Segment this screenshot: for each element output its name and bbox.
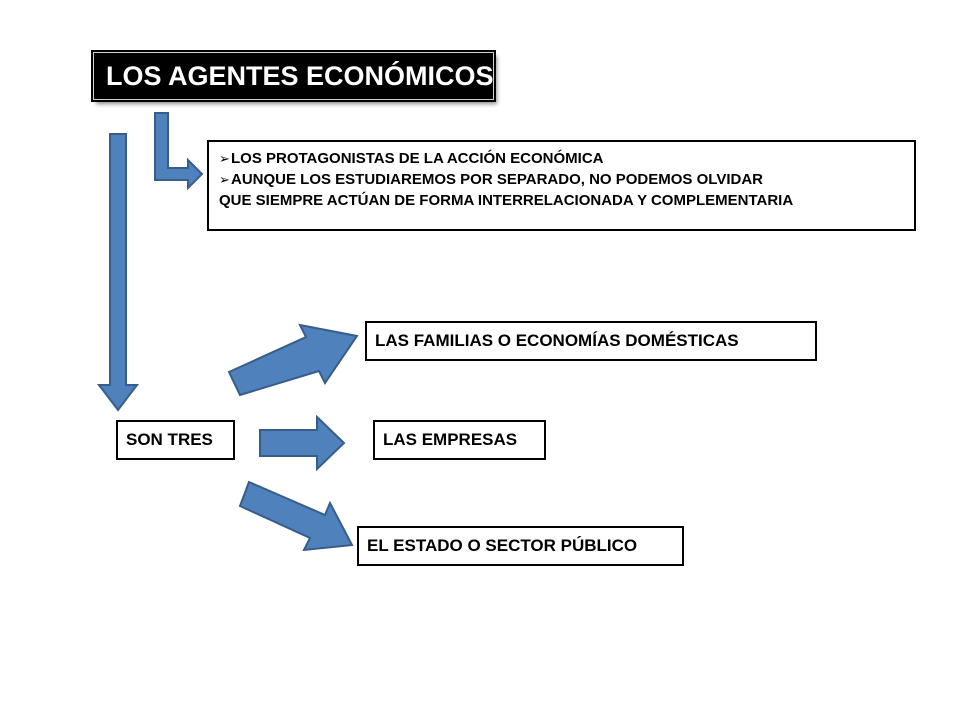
bent-arrow [154,112,204,191]
bullet-text: AUNQUE LOS ESTUDIAREMOS POR SEPARADO, NO… [231,171,763,188]
arrow-to-familias [227,323,359,397]
arrow-to-estado [238,480,354,552]
arrow-bullet-icon: ➢ [219,151,230,166]
son-tres-box: SON TRES [116,420,235,460]
down-arrow [96,133,140,412]
bullet-item: ➢AUNQUE LOS ESTUDIAREMOS POR SEPARADO, N… [219,169,914,190]
bullet-item: ➢LOS PROTAGONISTAS DE LA ACCIÓN ECONÓMIC… [219,148,914,169]
page-title: LOS AGENTES ECONÓMICOS [91,50,496,102]
arrow-to-empresas [259,414,346,472]
estado-box: EL ESTADO O SECTOR PÚBLICO [357,526,684,566]
bullet-continuation: QUE SIEMPRE ACTÚAN DE FORMA INTERRELACIO… [219,192,794,209]
info-box: ➢LOS PROTAGONISTAS DE LA ACCIÓN ECONÓMIC… [207,140,916,231]
arrow-bullet-icon: ➢ [219,172,230,187]
empresas-box: LAS EMPRESAS [373,420,546,460]
bullet-text: LOS PROTAGONISTAS DE LA ACCIÓN ECONÓMICA [231,150,604,167]
familias-box: LAS FAMILIAS O ECONOMÍAS DOMÉSTICAS [365,321,817,361]
